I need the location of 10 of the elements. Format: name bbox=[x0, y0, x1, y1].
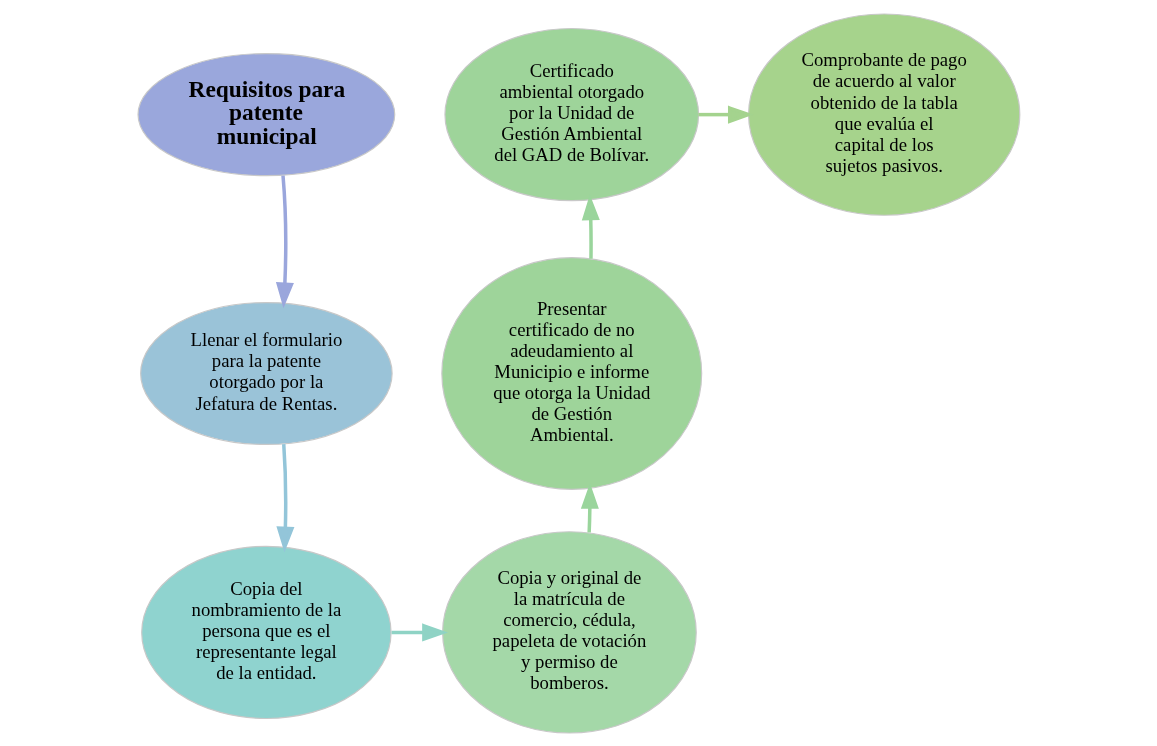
arrow bbox=[275, 174, 294, 308]
node-ellipse: Certificado ambiental otorgado por la Unidad de Gestión Ambiental del GAD de Bolívar. bbox=[443, 27, 699, 201]
node-ellipse: Presentar certificado de no adeudamiento al Municipio e informe que otorga la Unidad de Gestión Ambiental. bbox=[440, 256, 702, 490]
node-ellipse: Comprobante de pago de acuerdo al valor obtenido de la tabla que evalúa el capital de los sujetos pasivos. bbox=[747, 12, 1020, 216]
node-ellipse: Requisitos para patente municipal bbox=[136, 52, 395, 176]
arrow bbox=[391, 622, 448, 641]
arrow bbox=[275, 443, 294, 552]
node-ellipse: Copia del nombramiento de la persona que es el representante legal de la entidad. bbox=[140, 545, 392, 719]
node-ellipse: Copia y original de la matrícula de comercio, cédula, papeleta de votación y permiso de bomberos. bbox=[441, 530, 697, 734]
node-ellipse: Llenar el formulario para la patente otorgado por la Jefatura de Rentas. bbox=[139, 301, 393, 445]
